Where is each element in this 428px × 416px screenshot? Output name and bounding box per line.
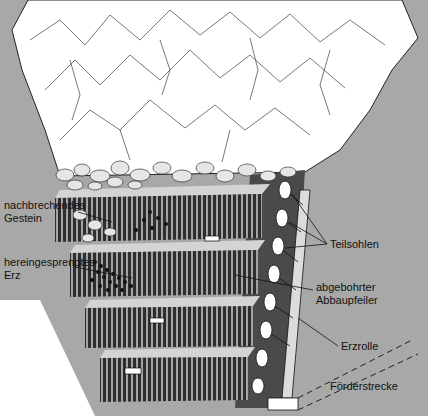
caved-rock [56,161,296,242]
part-label: abgebohrter Abbaupfeiler [316,281,416,307]
ore-pass [282,190,310,398]
crater [12,0,418,176]
leader-lines [78,194,338,346]
ore-pass-branches [271,194,303,346]
blasted-ore [90,210,168,292]
mountain-contours [30,10,385,162]
ground-white [0,300,95,416]
sublevels [55,184,270,402]
part-label: nachbrechendes Gestein [4,199,80,225]
haulage-drift [298,340,418,410]
loaders [125,236,219,374]
part-label: Förderstrecke [330,380,398,393]
haulage-portal [268,398,298,410]
part-label: Teilsohlen [330,238,379,251]
part-label: hereingesprengtes Erz [4,256,82,282]
part-label: Erzrolle [341,340,378,353]
